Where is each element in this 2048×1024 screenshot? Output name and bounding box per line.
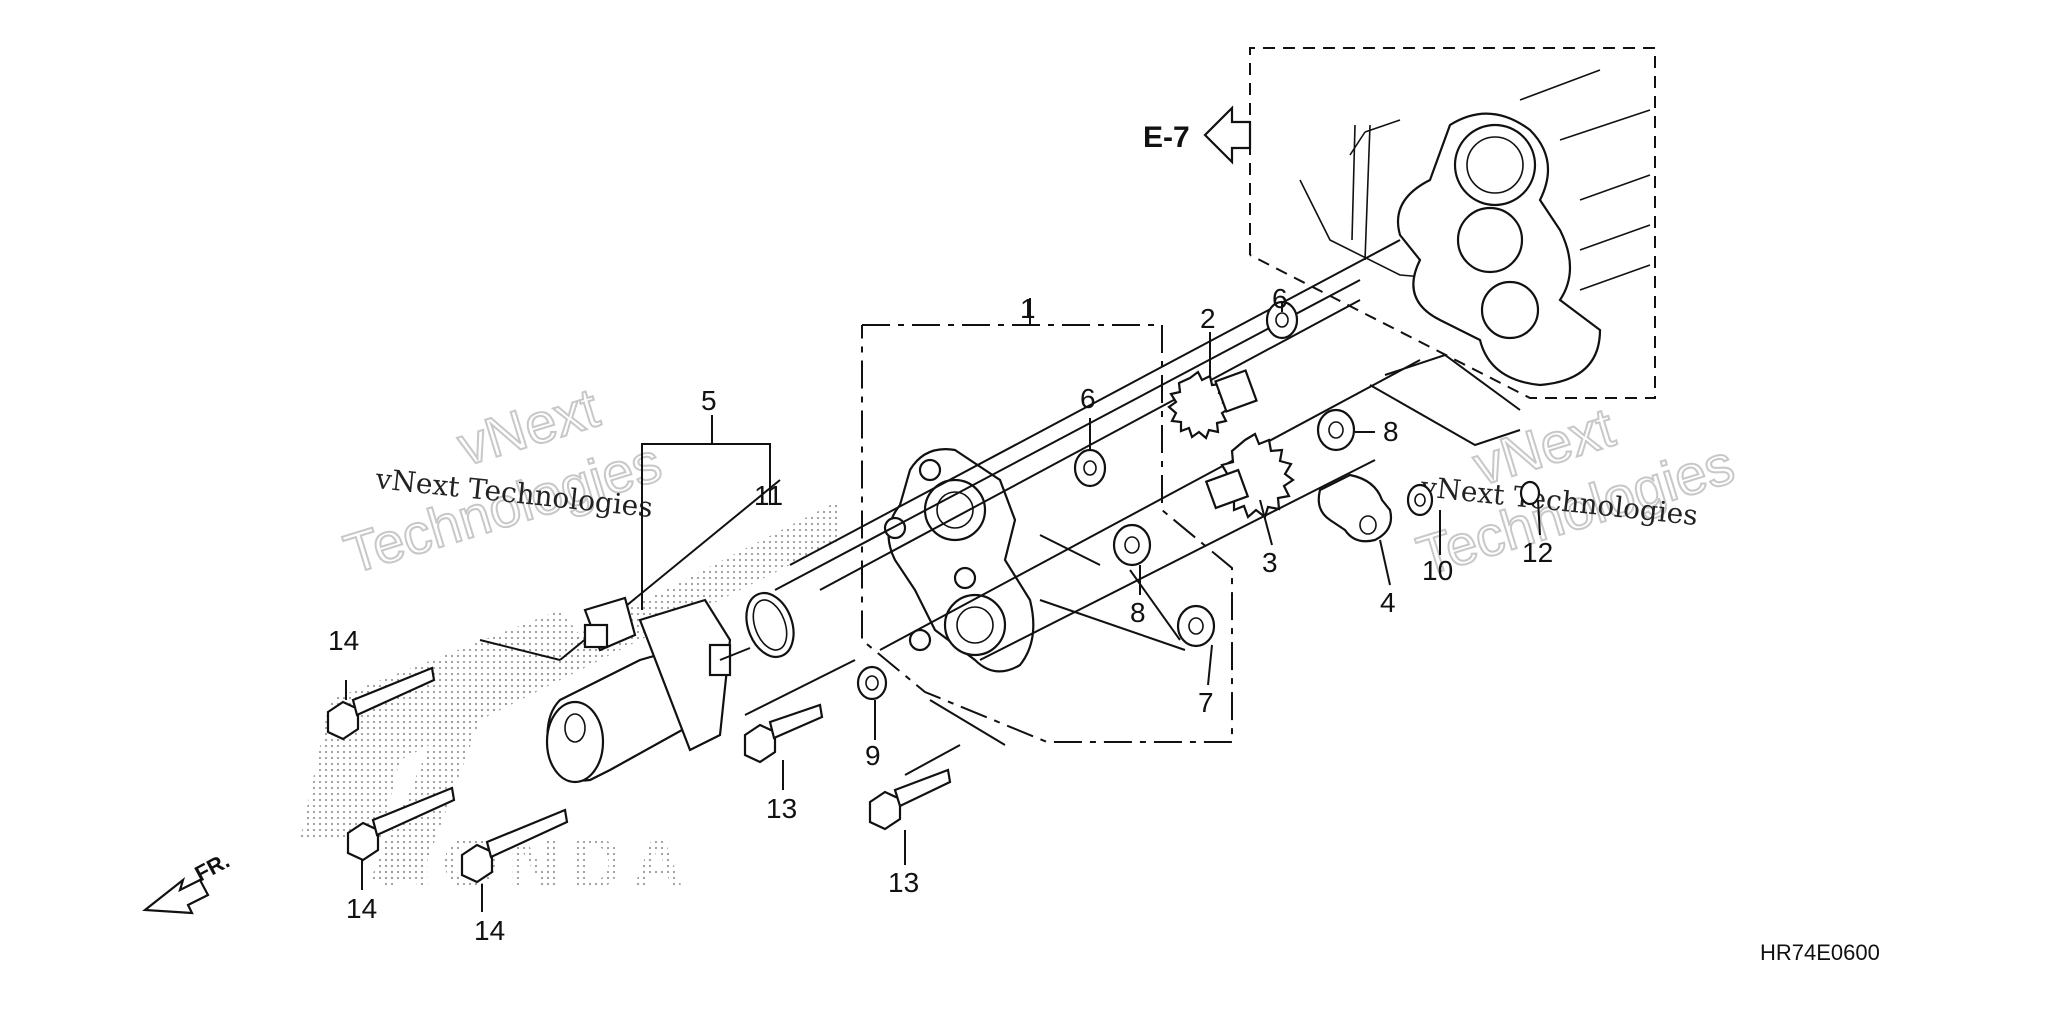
starter-motor — [545, 596, 751, 784]
callout-14-middle: 14 — [346, 893, 377, 924]
front-direction-indicator: FR. — [142, 848, 234, 915]
front-arrow-icon — [142, 876, 210, 915]
callout-3: 3 — [1262, 547, 1278, 578]
reference-e7-label[interactable]: E-7 — [1143, 121, 1190, 154]
callout-12: 12 — [1522, 537, 1553, 568]
callout-6-upper: 6 — [1272, 283, 1288, 314]
callout-leaders — [345, 298, 1541, 912]
callout-2: 2 — [1200, 303, 1216, 334]
callout-labels: 1 2 3 4 5 6 6 7 8 8 9 10 11 12 13 13 14 … — [328, 283, 1553, 946]
callout-4: 4 — [1380, 587, 1396, 618]
washer-12 — [1519, 480, 1541, 506]
callout-9: 9 — [865, 740, 881, 771]
callout-8-upper: 8 — [1383, 416, 1399, 447]
bolt-14-middle — [346, 786, 456, 862]
bearing-6-lower — [1073, 448, 1107, 488]
assembly-guide-lines — [479, 239, 1521, 776]
callout-14-lower: 14 — [474, 915, 505, 946]
bolt-13-lower — [868, 768, 952, 831]
callout-6-lower: 6 — [1080, 383, 1096, 414]
bearing-8-upper — [1316, 408, 1356, 452]
diagram-code: HR74E0600 — [1760, 940, 1880, 965]
sector-gear-4 — [1317, 473, 1393, 543]
callout-8-lower: 8 — [1130, 597, 1146, 628]
washer-10 — [1406, 483, 1434, 517]
callout-11: 11 — [754, 480, 783, 511]
callout-14-upper: 14 — [328, 625, 359, 656]
gearbox-cover — [883, 448, 1035, 673]
gear-2 — [1167, 369, 1258, 440]
callout-10: 10 — [1422, 555, 1453, 586]
bolt-14-lower — [460, 808, 569, 884]
washer-9 — [856, 665, 888, 701]
gear-3 — [1204, 432, 1295, 519]
callout-13-lower: 13 — [888, 867, 919, 898]
bolt-13-upper — [743, 703, 824, 764]
crankcase-section — [1249, 47, 1656, 399]
callout-1: 1 — [1020, 293, 1036, 324]
o-ring — [745, 591, 795, 659]
bearing-8-lower — [1112, 523, 1152, 567]
callout-5-bracket — [641, 443, 771, 610]
bearing-7 — [1176, 604, 1216, 648]
reference-arrow-icon — [1203, 105, 1252, 165]
bolt-14-upper — [326, 666, 436, 741]
callout-7: 7 — [1198, 687, 1214, 718]
assembly-1-bracket — [861, 324, 1233, 743]
reference-e7[interactable]: E-7 — [1143, 105, 1252, 165]
callout-13-upper: 13 — [766, 793, 797, 824]
callout-5: 5 — [701, 385, 717, 416]
